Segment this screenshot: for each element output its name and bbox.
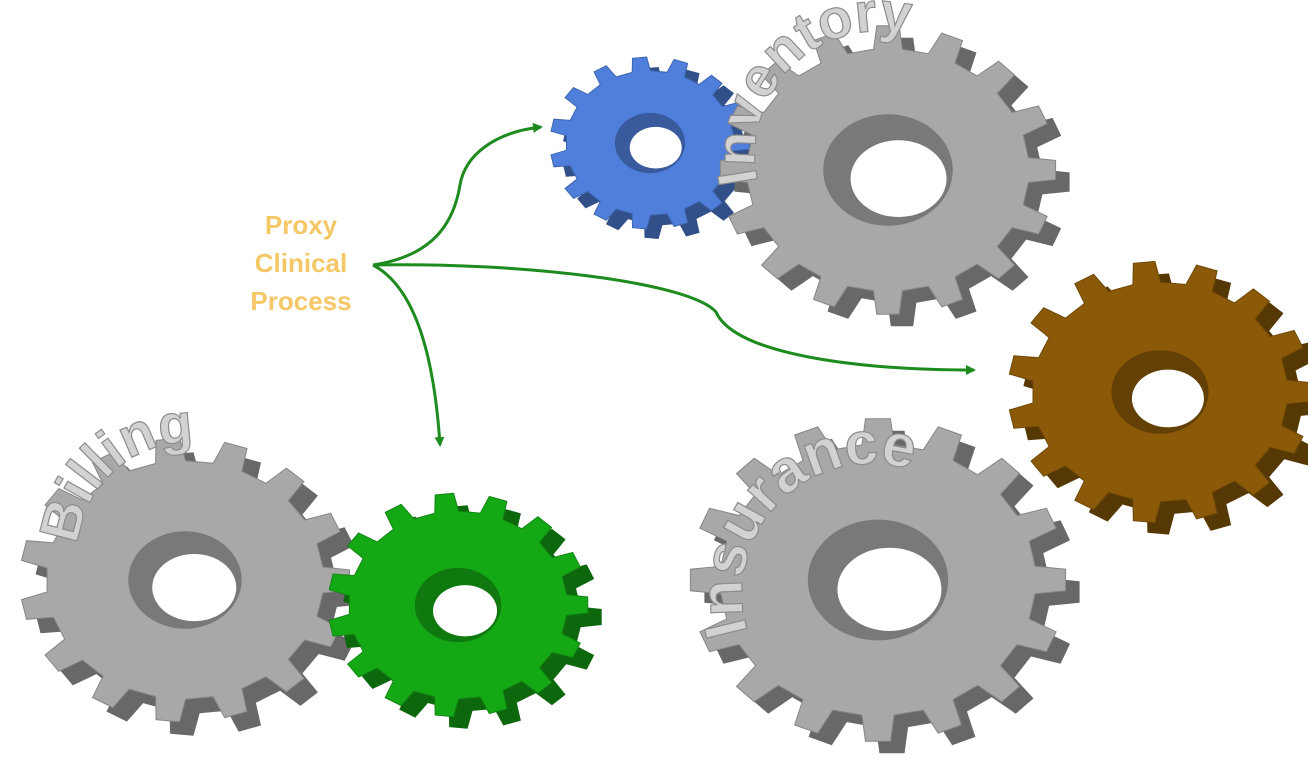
arrow-to-brown-gear	[372, 263, 976, 375]
brown-gear-hole	[1131, 369, 1204, 428]
proxy-label-line: Process	[250, 286, 352, 316]
inventory-gear-icon	[719, 25, 1070, 327]
arrow-to-green-gear	[372, 263, 445, 447]
brown-gear-icon	[1008, 260, 1308, 535]
arrow-to-blue-gear	[372, 122, 543, 267]
billing-gear-hole	[152, 553, 237, 622]
insurance-gear-hole	[837, 547, 942, 631]
proxy-label-line: Clinical	[254, 248, 348, 278]
blue-gear-icon	[550, 56, 762, 239]
flow-arrows	[372, 122, 976, 447]
insurance-gear-icon	[689, 418, 1080, 754]
green-gear-icon	[328, 492, 602, 729]
gear-layer	[20, 25, 1308, 754]
proxy-clinical-process-label: Proxy Clinical Process	[220, 206, 382, 320]
billing-gear-icon	[20, 437, 364, 736]
green-gear-hole	[433, 585, 498, 637]
blue-gear-hole	[629, 126, 682, 169]
proxy-label-line: Proxy	[264, 210, 338, 240]
inventory-gear-hole	[850, 140, 947, 218]
